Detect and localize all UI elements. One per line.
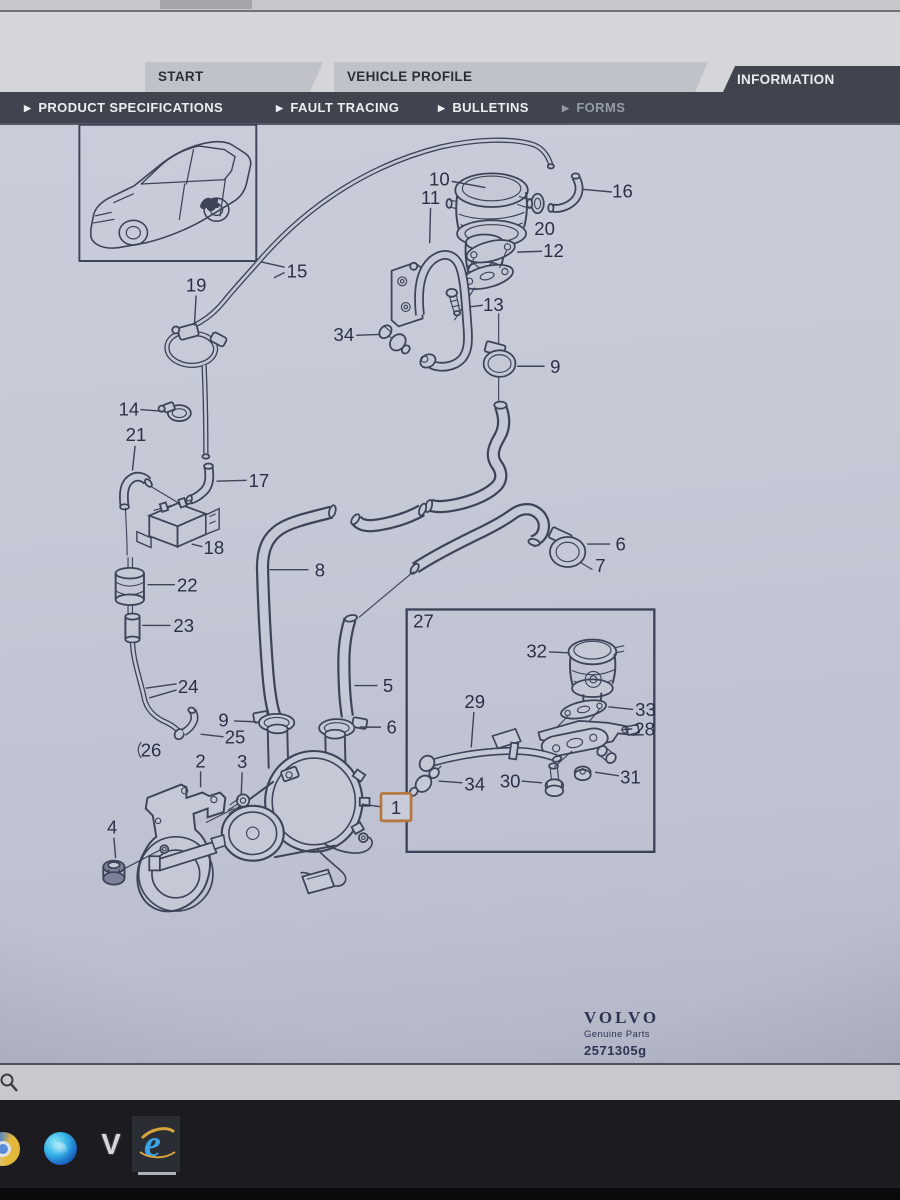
callout-34: 34	[464, 773, 485, 794]
internet-explorer-tile[interactable]	[132, 1116, 180, 1172]
callout-24: 24	[178, 676, 199, 697]
tab-information[interactable]: INFORMATION	[723, 66, 900, 92]
callout-12: 12	[543, 240, 564, 261]
callout-27: 27	[413, 611, 434, 632]
callout-3: 3	[237, 751, 247, 772]
callout-10: 10	[429, 168, 450, 189]
banjo-fitting-34	[378, 324, 411, 355]
callout-6: 6	[386, 717, 396, 738]
callout-9: 9	[218, 710, 228, 731]
triangle-icon: ▶	[24, 103, 32, 113]
callout-5: 5	[383, 675, 393, 696]
callout-16: 16	[612, 181, 633, 202]
air-hoses	[255, 400, 593, 718]
status-strip	[0, 1065, 900, 1100]
nav-label: PRODUCT SPECIFICATIONS	[38, 100, 224, 115]
callout-33: 33	[635, 699, 656, 720]
highlighted-callout-box[interactable]	[379, 792, 413, 823]
hose-clip-14	[157, 401, 192, 422]
chrome-icon[interactable]	[0, 1132, 20, 1166]
mounting-bracket-2	[136, 783, 227, 913]
triangle-icon: ▶	[438, 103, 446, 113]
callout-leader-lines	[113, 180, 634, 859]
triangle-icon: ▶	[276, 103, 284, 113]
secondary-navbar: ▶ PRODUCT SPECIFICATIONS ▶ FAULT TRACING ▶…	[0, 92, 900, 123]
callout-23: 23	[173, 615, 194, 636]
callout-31: 31	[620, 766, 641, 787]
triangle-icon: ▶	[562, 103, 570, 113]
nav-bulletins[interactable]: ▶ BULLETINS	[438, 92, 529, 123]
callout-9: 9	[550, 356, 560, 377]
vacuum-line-chain	[114, 462, 220, 741]
callout-11: 11	[421, 187, 440, 208]
part-location-marker	[200, 197, 220, 212]
hose-clamp-6-upper	[548, 526, 593, 571]
hose-clip-19	[171, 322, 228, 348]
callout-1[interactable]: 1	[391, 797, 401, 818]
screen-bezel	[0, 1188, 900, 1200]
vacuum-hose	[157, 137, 555, 460]
air-pump-assembly	[102, 710, 373, 913]
volvo-logo-block: VOLVO Genuine Parts 2571305g	[584, 1008, 659, 1058]
callout-13: 13	[483, 294, 504, 315]
callout-18: 18	[204, 537, 225, 558]
nav-label: BULLETINS	[452, 100, 529, 115]
callout-20: 20	[534, 218, 555, 239]
car-thumbnail	[78, 123, 258, 262]
callout-34: 34	[334, 324, 355, 345]
parts-diagram-svg: 1519101116201213349678171814212223242526…	[78, 123, 656, 913]
callout-28: 28	[634, 719, 655, 740]
fuel-filter-22	[114, 557, 145, 614]
callout-22: 22	[177, 574, 198, 595]
callout-6: 6	[616, 534, 626, 555]
callout-15: 15	[287, 260, 308, 281]
air-control-valve-assembly	[378, 172, 584, 404]
callout-30: 30	[500, 771, 521, 792]
internet-explorer-icon[interactable]: e	[138, 1122, 178, 1168]
active-app-underline	[138, 1172, 176, 1175]
nut-4	[102, 859, 126, 886]
callout-2: 2	[195, 750, 205, 771]
nav-fault-tracing[interactable]: ▶ FAULT TRACING	[276, 92, 399, 123]
callout-29: 29	[464, 691, 485, 712]
hose-clamp-9-upper	[482, 340, 517, 378]
inset-box-27	[405, 608, 656, 853]
window-divider	[0, 10, 900, 12]
window-top-strip	[0, 0, 900, 10]
nav-forms[interactable]: ▶ FORMS	[562, 92, 625, 123]
volvo-wordmark: VOLVO	[584, 1008, 660, 1027]
callout-17: 17	[249, 470, 270, 491]
callout-14: 14	[119, 398, 140, 419]
zoom-cursor-icon	[0, 1073, 18, 1092]
callout-7: 7	[595, 555, 605, 576]
diagram-page	[0, 123, 900, 1065]
callout-21: 21	[126, 424, 147, 445]
callout-32: 32	[526, 641, 547, 662]
content-divider	[0, 123, 900, 125]
nav-label: FORMS	[576, 100, 626, 115]
tab-vehicle-profile[interactable]: VEHICLE PROFILE	[334, 62, 708, 92]
callout-19: 19	[186, 274, 207, 295]
callout-25: 25	[225, 726, 246, 747]
callout-8: 8	[315, 559, 325, 580]
page-bottom-rule	[0, 1063, 900, 1065]
callout-4: 4	[107, 817, 117, 838]
nav-product-specifications[interactable]: ▶ PRODUCT SPECIFICATIONS	[24, 92, 223, 123]
edge-icon[interactable]	[44, 1132, 77, 1165]
solenoid-valve-18	[136, 496, 220, 549]
genuine-parts-label: Genuine Parts	[584, 1029, 650, 1040]
drawing-number: 2571305g	[584, 1043, 647, 1058]
nav-label: FAULT TRACING	[290, 100, 400, 115]
vida-v-icon[interactable]: V	[101, 1129, 121, 1161]
browser-tab-edge	[160, 0, 252, 9]
callout-26: 26	[141, 740, 162, 761]
tab-start[interactable]: START	[145, 62, 323, 92]
